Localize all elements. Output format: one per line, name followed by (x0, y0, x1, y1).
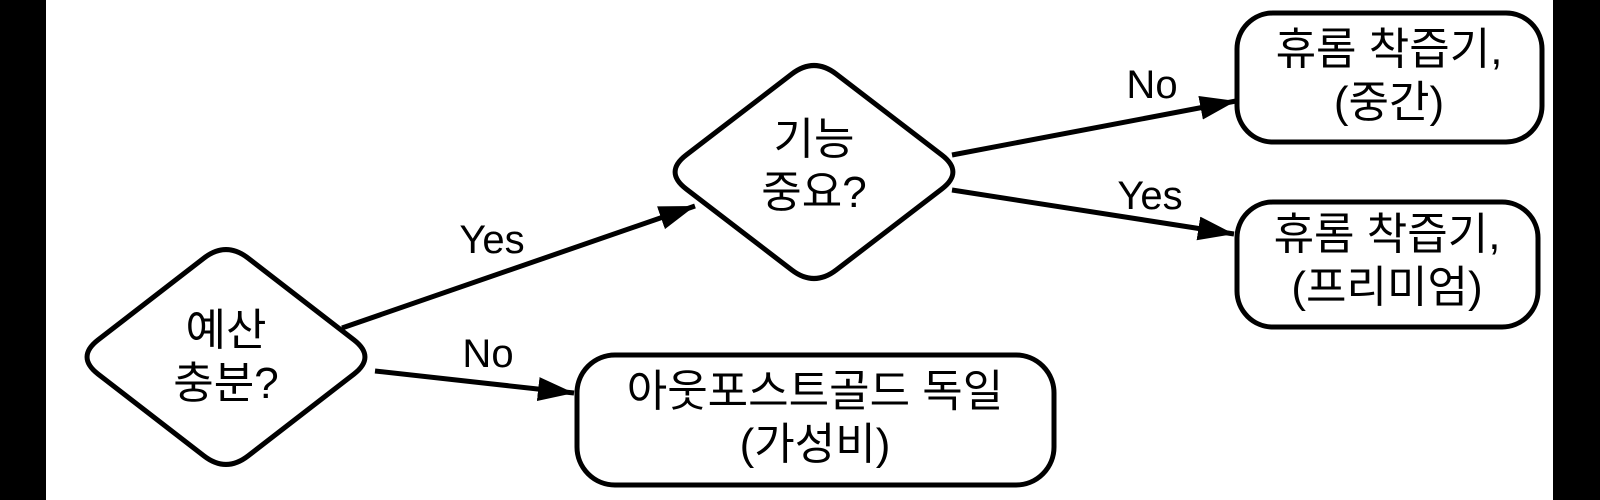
result-node-hurom-premium-label: 휴롬 착즙기, (프리미엄) (1274, 208, 1501, 314)
hurom-mid-label-line1: 휴롬 착즙기, (1275, 25, 1503, 74)
hurom-premium-label-line1: 휴롬 착즙기, (1273, 210, 1501, 259)
budget-label-line1: 예산 (185, 306, 267, 355)
hurom-mid-label-line2: (중간) (1333, 78, 1445, 127)
result-node-hurom-mid-shape (1234, 10, 1545, 145)
edge-features-no-arrow (951, 95, 1237, 158)
result-node-hurom-premium-shape (1234, 199, 1541, 330)
decision-node-budget-shape (84, 247, 368, 467)
features-label-line1: 기능 (773, 115, 855, 164)
features-label-line2: 중요? (761, 168, 867, 217)
edge-features-yes-arrow (951, 187, 1235, 241)
result-node-hurom-mid-label: 휴롬 착즙기, (중간) (1276, 23, 1503, 129)
edge-label-budget-no: No (462, 332, 514, 376)
result-node-outpost-shape (574, 352, 1057, 488)
outpost-label-line2: (가성비) (739, 420, 891, 469)
result-node-outpost-label: 아웃포스트골드 독일 (가성비) (627, 365, 1004, 471)
edge-label-features-no: No (1126, 63, 1178, 107)
budget-label-line2: 충분? (173, 359, 279, 408)
decision-node-budget-label: 예산 충분? (173, 304, 278, 410)
decision-node-features-label: 기능 중요? (761, 113, 866, 219)
right-black-bar (1553, 0, 1600, 500)
edge-label-budget-yes: Yes (459, 218, 525, 262)
edge-budget-no-arrow (374, 368, 575, 401)
left-black-bar (0, 0, 46, 500)
edge-budget-yes-arrow (341, 203, 696, 331)
hurom-premium-label-line2: (프리미엄) (1291, 263, 1483, 312)
outpost-label-line1: 아웃포스트골드 독일 (626, 367, 1004, 416)
decision-node-features-shape (672, 63, 956, 281)
edge-label-features-yes: Yes (1117, 174, 1183, 218)
